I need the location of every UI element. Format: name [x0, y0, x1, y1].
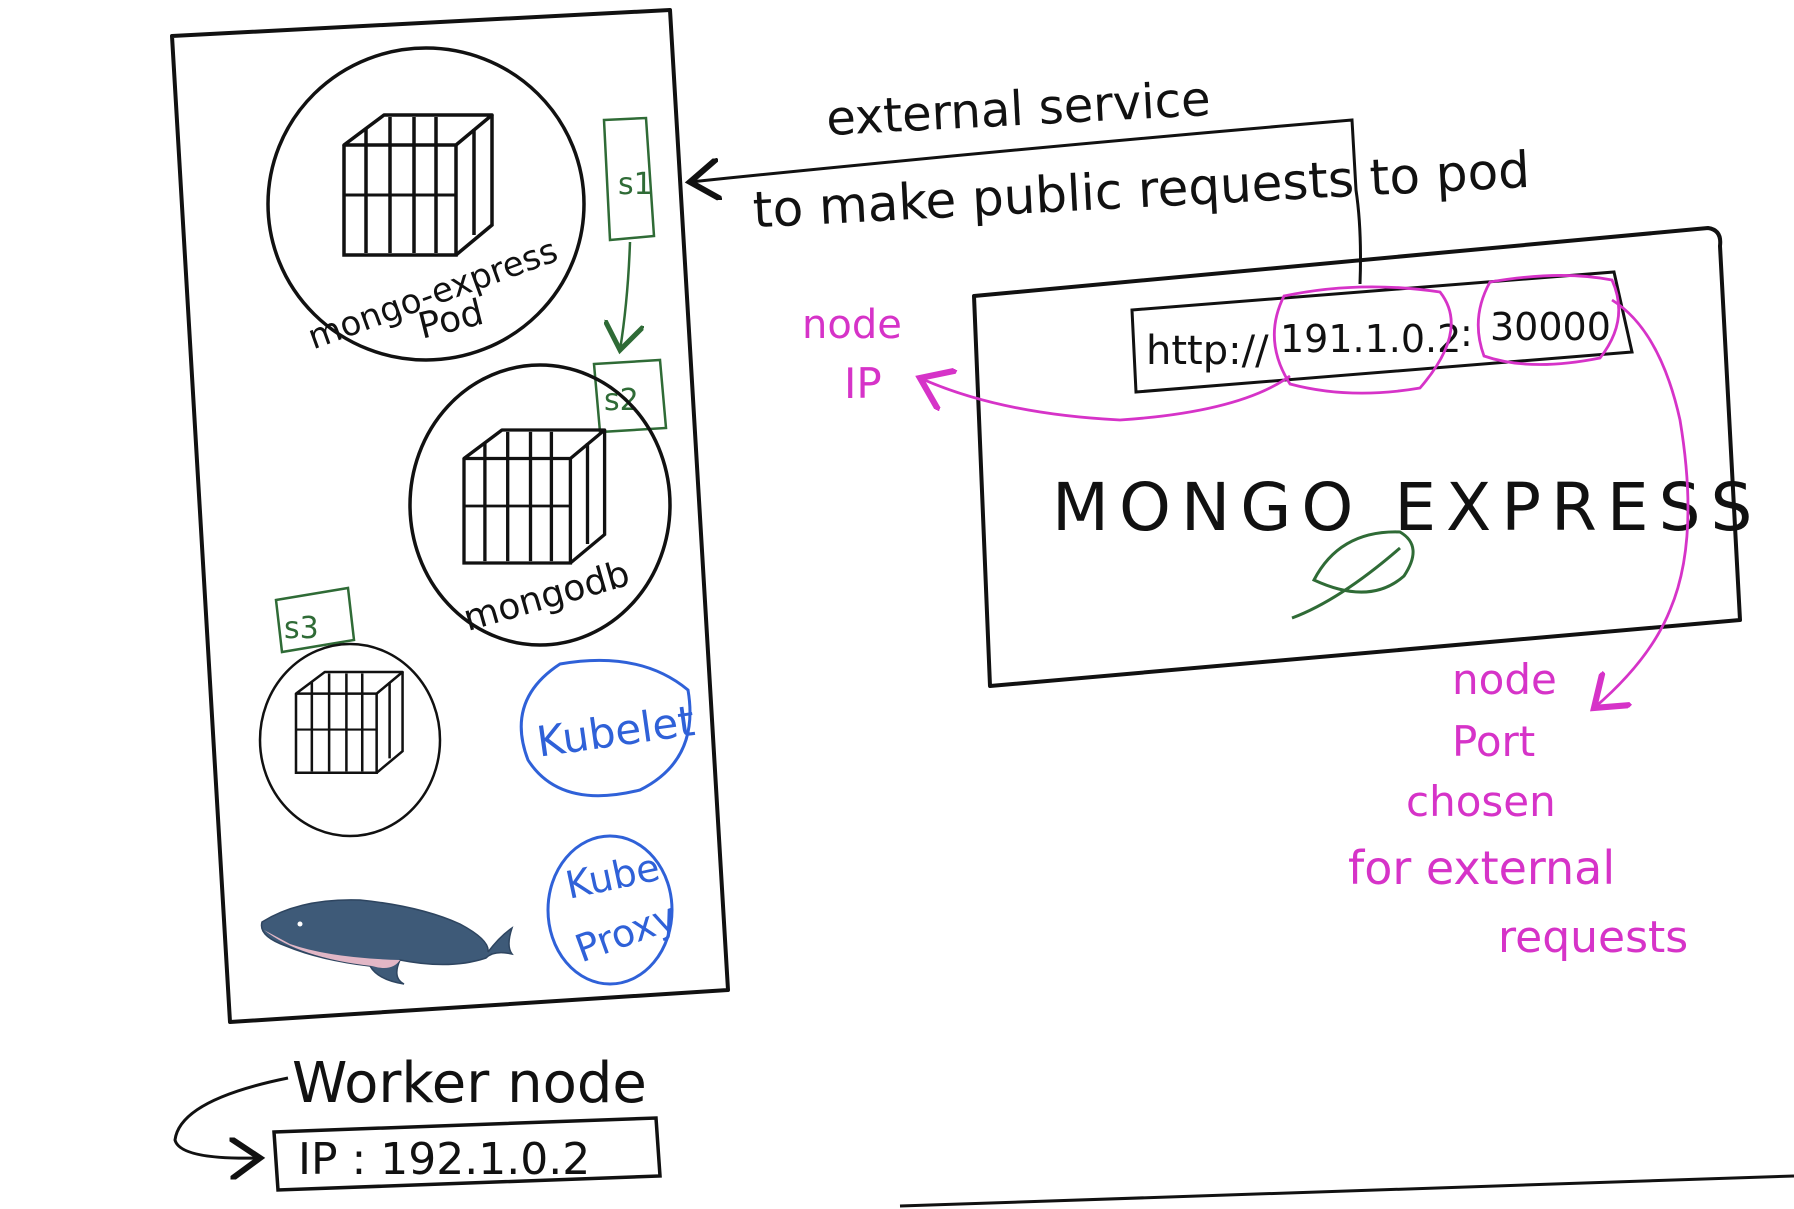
container-icon [462, 428, 607, 565]
url-prefix: http:// [1146, 328, 1269, 374]
node-port-line2: Port [1452, 717, 1535, 766]
worker-node-ip-box [272, 1116, 662, 1192]
browser-page-title: MONGO EXPRESS UI [1052, 469, 1794, 546]
mongodb-pod: mongodb [408, 363, 672, 647]
node-port-line3: chosen [1406, 777, 1556, 826]
node-port-line4: for external [1348, 841, 1615, 895]
node-ip-line1: node [802, 302, 902, 348]
bottom-rule [899, 1174, 1794, 1208]
pod-label-mongodb: mongodb [459, 553, 634, 639]
browser-window: http:// 191.1.0.2 : 30000 MONGO EXPRESS … [972, 226, 1794, 688]
browser-frame [972, 226, 1742, 688]
external-service-label: external service [825, 71, 1212, 147]
public-requests-label: to make public requests to pod [751, 141, 1531, 240]
node-ip-annotation: node IP [802, 302, 1291, 422]
s1-to-s2-arrow [620, 241, 630, 350]
url-ip: 191.1.0.2 [1280, 317, 1461, 361]
service-s3: s3 [274, 586, 356, 654]
node-port-line1: node [1452, 655, 1557, 704]
mongo-express-pod: mongo-express Pod [266, 46, 586, 362]
service-s3-label: s3 [284, 611, 319, 646]
worker-node-ip-arrow [173, 1076, 289, 1158]
mongo-leaf-icon [1291, 530, 1415, 620]
container-icon [342, 113, 494, 257]
worker-node-box [170, 8, 730, 1024]
url-colon: : [1460, 311, 1473, 355]
node-ip-arrow [920, 376, 1291, 422]
service-s1: s1 [604, 116, 656, 350]
address-bar[interactable]: http:// 191.1.0.2 : 30000 [1130, 270, 1634, 395]
worker-node-caption: Worker node IP : 192.1.0.2 [173, 1051, 662, 1192]
kubelet-label: Kubelet [534, 696, 698, 767]
ip-highlight [1273, 285, 1453, 395]
docker-whale-icon [260, 899, 514, 985]
kube-proxy-label-kube: Kube [562, 845, 664, 908]
worker-node-title: Worker node [292, 1051, 647, 1116]
pod-three [258, 642, 442, 838]
node-port-arrow [1594, 298, 1690, 708]
service-to-browser-line [690, 118, 1362, 285]
kube-proxy-component: Kube Proxy [546, 834, 682, 986]
worker-node: mongo-express Pod s1 s2 mongodb s3 [170, 8, 730, 1024]
node-port-annotation: node Port chosen for external requests [1348, 298, 1690, 963]
worker-node-ip-label: IP : 192.1.0.2 [298, 1134, 590, 1185]
container-icon [294, 670, 404, 775]
external-service-annotation: external service to make public requests… [690, 71, 1531, 285]
node-port-line5: requests [1498, 912, 1688, 963]
service-s2: s2 [592, 358, 668, 434]
node-ip-line2: IP [844, 359, 882, 408]
kubelet-component: Kubelet [519, 658, 698, 798]
service-s1-label: s1 [618, 167, 653, 202]
kube-proxy-label-proxy: Proxy [569, 894, 682, 971]
port-highlight [1476, 274, 1621, 366]
url-port: 30000 [1490, 305, 1611, 349]
